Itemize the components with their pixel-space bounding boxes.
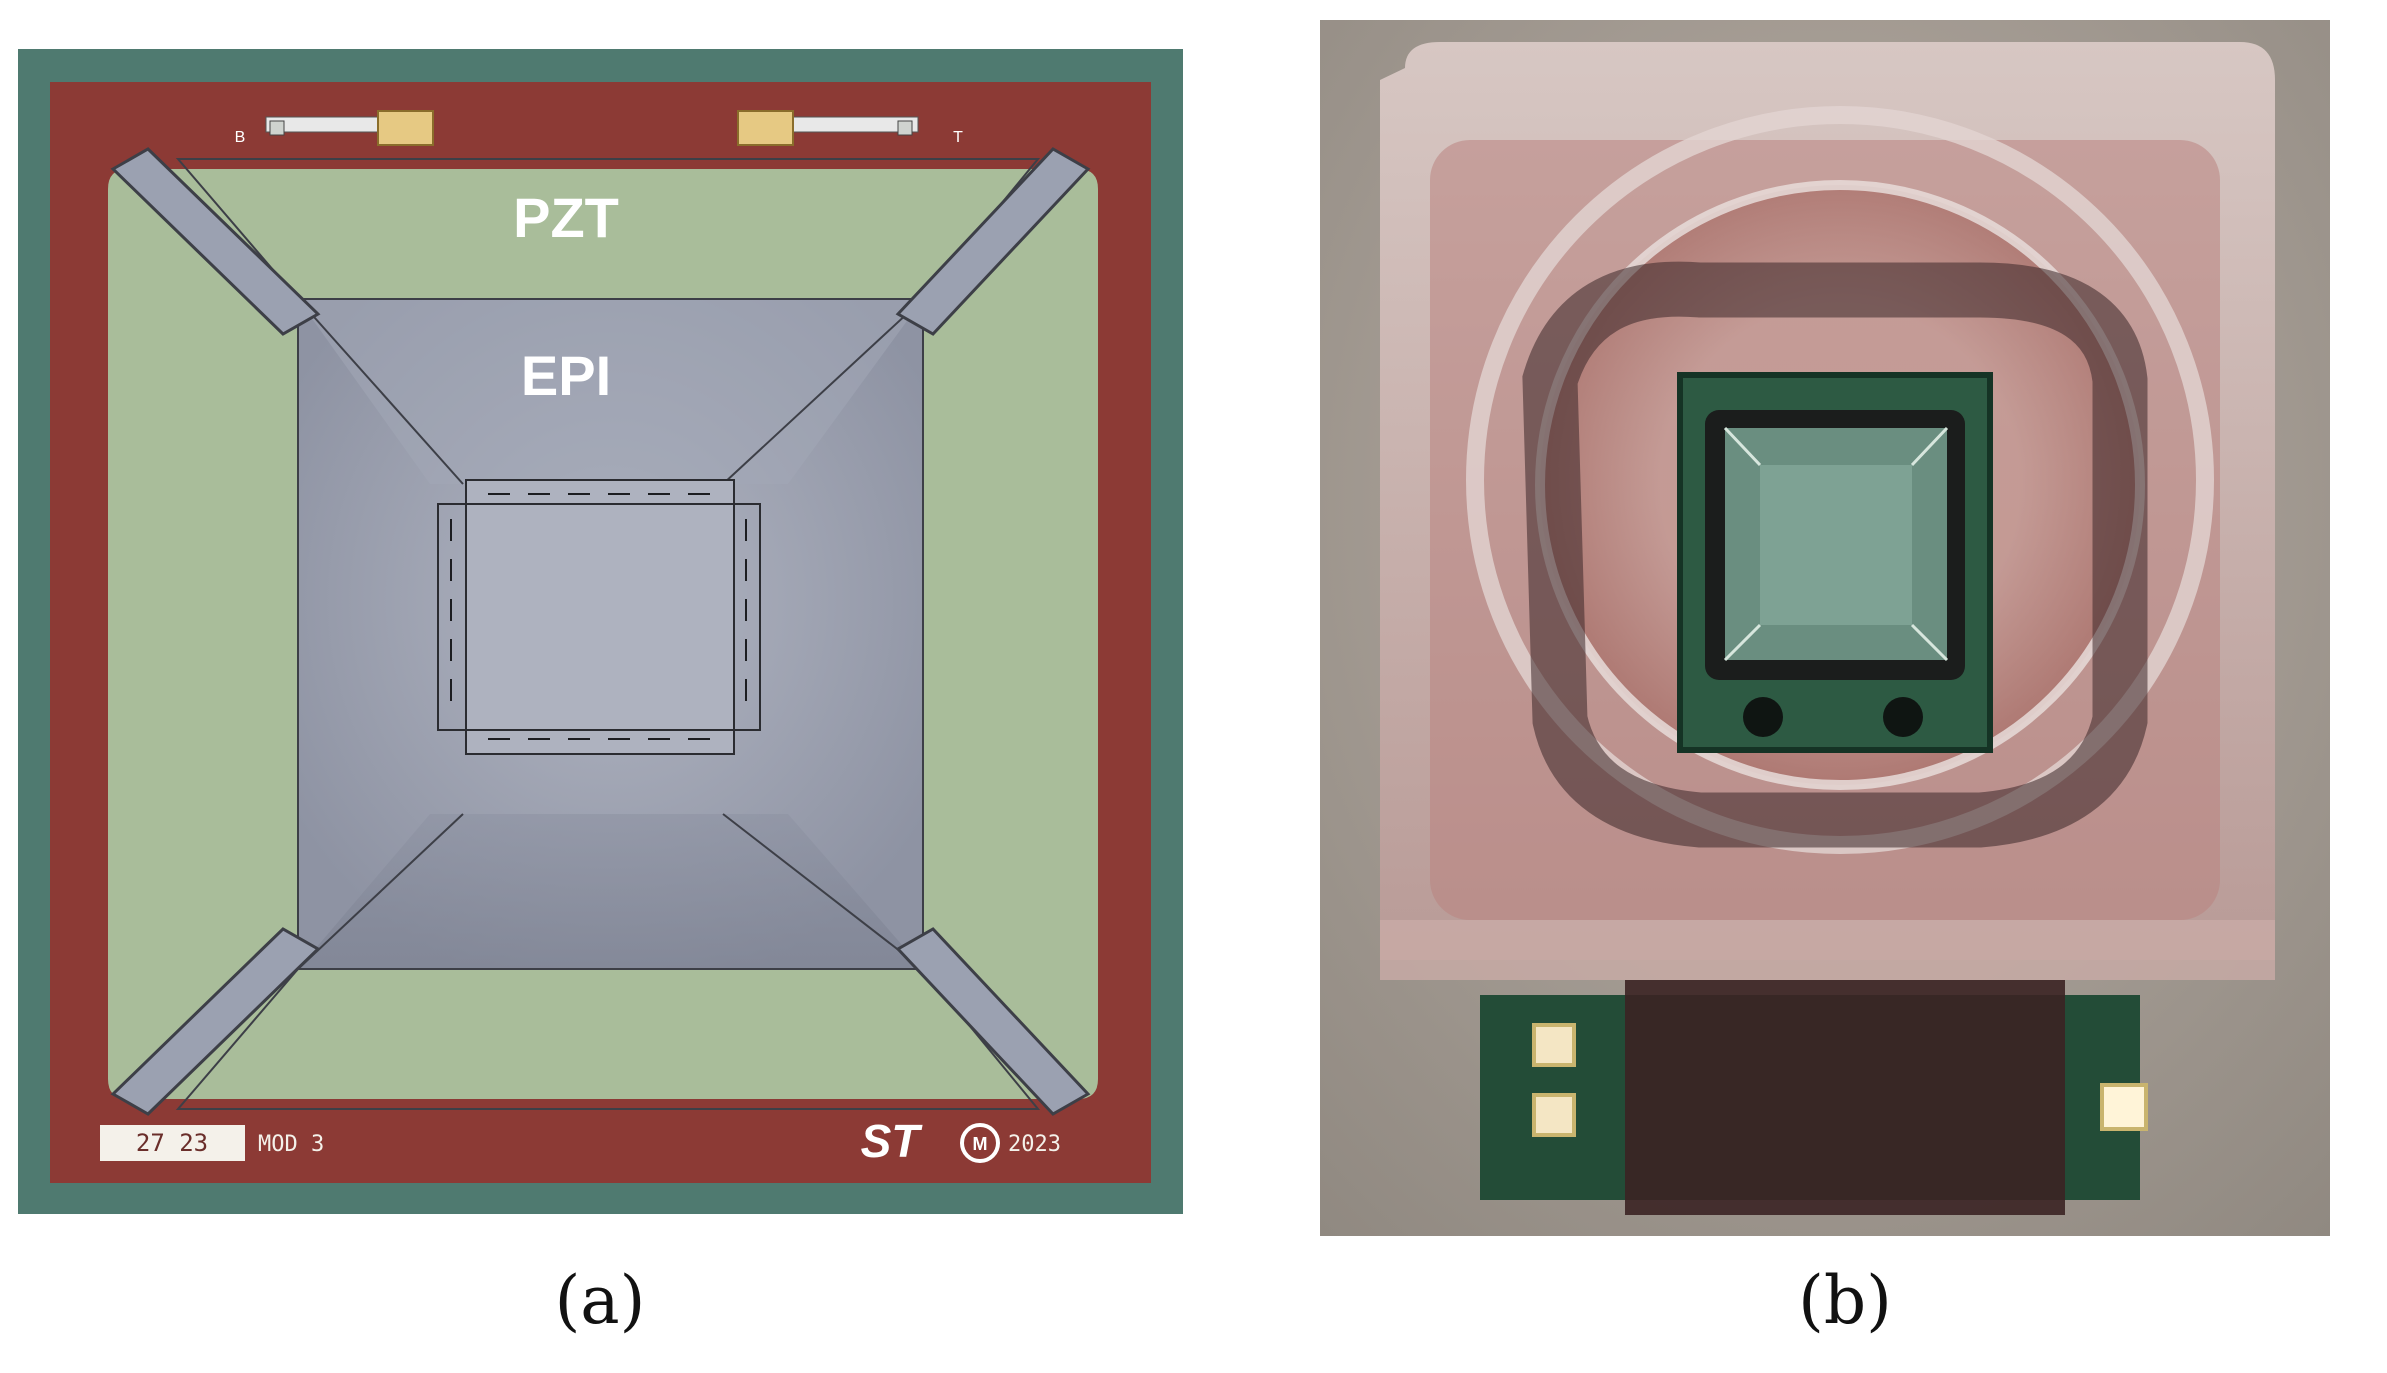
contact-pads xyxy=(1532,1023,2148,1137)
die-id-box xyxy=(100,1125,245,1161)
epi-top-facet xyxy=(298,299,923,484)
tethers xyxy=(110,147,1091,1116)
top-pads xyxy=(265,110,919,146)
caption-b: (b) xyxy=(1798,1262,1892,1339)
module-label: MOD 3 xyxy=(258,1132,324,1157)
year-label: 2023 xyxy=(1008,1132,1061,1157)
adhesive-traces xyxy=(1522,261,2148,848)
caption-a: (a) xyxy=(554,1262,646,1339)
solder-ball-right xyxy=(1883,697,1923,737)
die-id: 27 23 xyxy=(136,1129,208,1157)
die-drawing: PZT EPI B T 27 23 MOD 3 ST M 2023 xyxy=(18,49,1183,1214)
connector-cover xyxy=(1625,980,2065,1215)
svg-text:M: M xyxy=(973,1134,988,1154)
label-epi: EPI xyxy=(521,344,611,407)
mems-die-micrograph: PZT EPI B T 27 23 MOD 3 ST M 2023 xyxy=(18,49,1183,1214)
label-pzt: PZT xyxy=(513,186,619,249)
central-square xyxy=(465,479,735,755)
label-pad-t: T xyxy=(953,129,963,146)
device-drawing xyxy=(1320,20,2330,1236)
packaged-device-photo xyxy=(1320,20,2330,1236)
epi-bottom-facet xyxy=(298,814,923,969)
label-pad-b: B xyxy=(235,129,246,146)
st-logo: ST xyxy=(861,1115,924,1167)
solder-ball-left xyxy=(1743,697,1783,737)
m-logo-icon xyxy=(960,1123,1000,1163)
